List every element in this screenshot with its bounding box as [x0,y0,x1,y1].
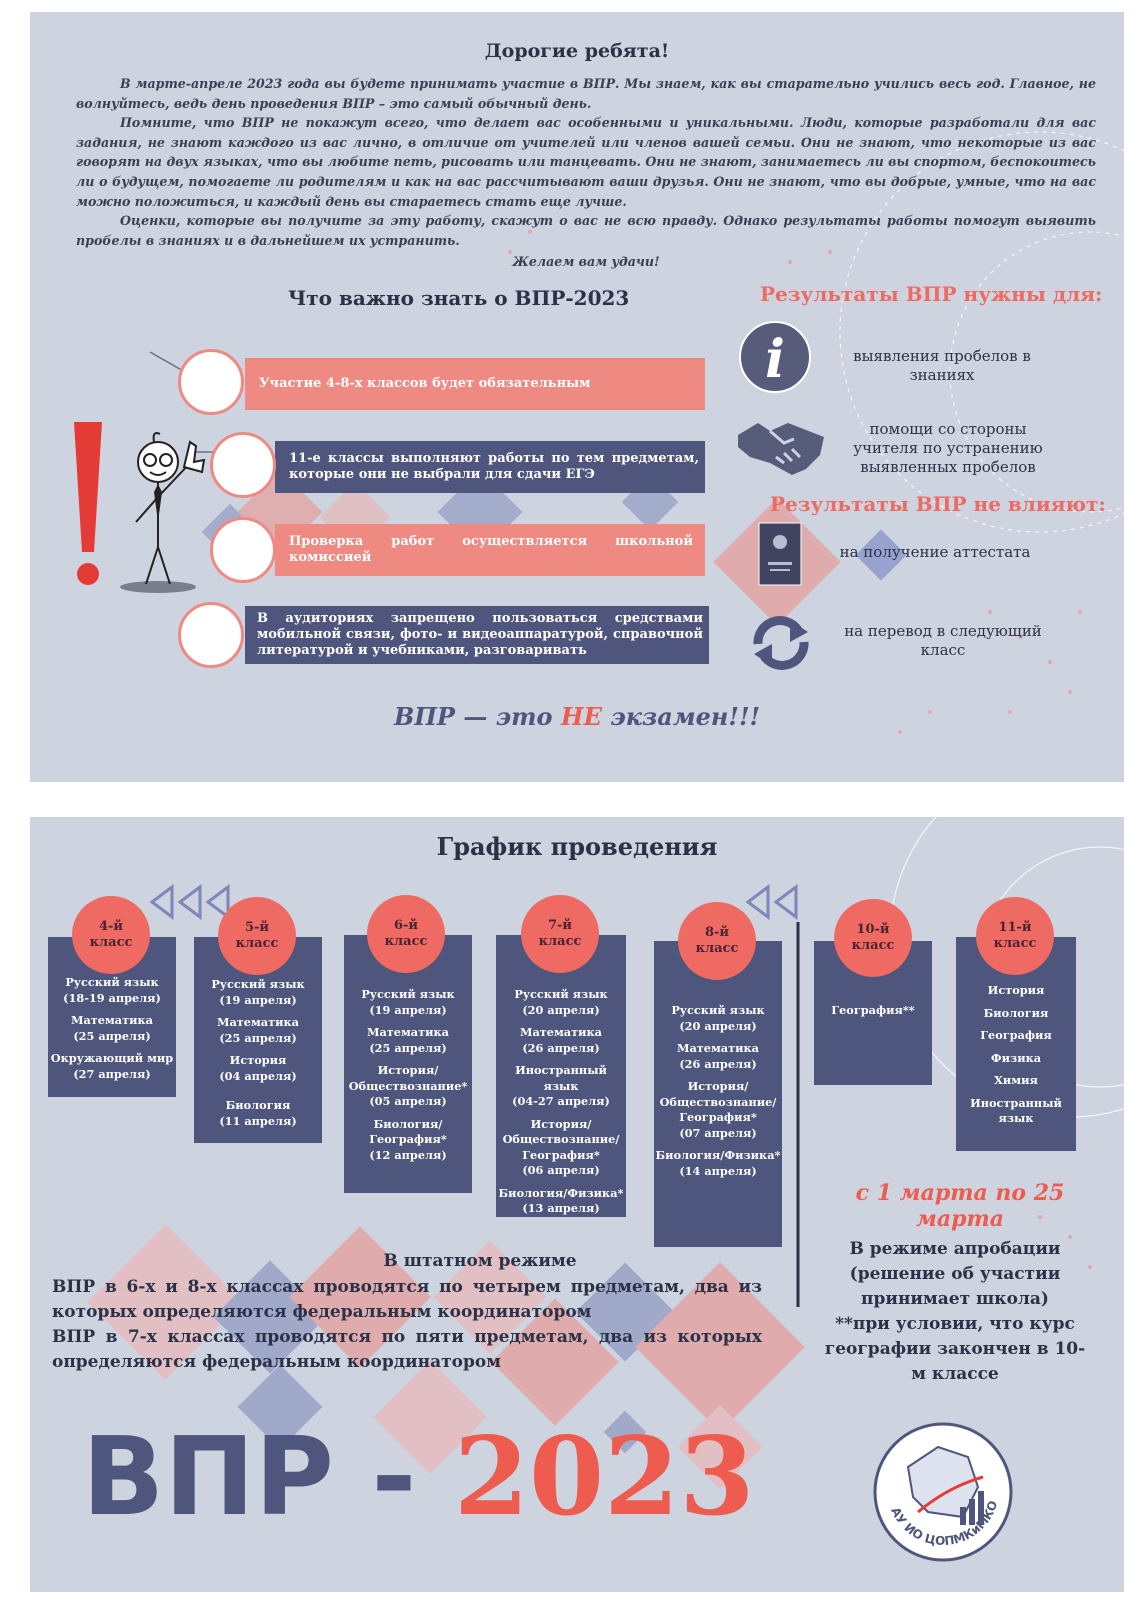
rule-circle [210,432,276,498]
rule-bar: 11-е классы выполняют работы по тем пред… [275,441,705,493]
rule-circle [210,517,276,583]
subject-item: История/ Обществознание/ География* (06 … [502,1116,620,1178]
subject-item: Русский язык (19 апреля) [211,977,305,1007]
subject-item: История [987,983,1045,997]
subject-item: Химия [994,1073,1038,1087]
rule-text: Проверка работ осуществляется школьной к… [289,534,693,565]
grade-badge: 8-й класс [678,902,756,980]
results-not-affect-title: Результаты ВПР не влияют: [770,492,1106,516]
subject-item: Физика [990,1050,1042,1065]
subject-item: Математика (25 апреля) [70,1013,153,1043]
important-title: Что важно знать о ВПР-2023 [288,286,630,310]
motto-prefix: ВПР — это [393,702,561,731]
rule-text: 11-е классы выполняют работы по тем пред… [289,451,699,482]
svg-text:i: i [765,329,785,390]
subject-item: Иностранный язык [970,1095,1062,1126]
organization-emblem-icon: ГАУ ИО ЦОПМКиМКО [868,1417,1013,1562]
pilot-mode-title: В режиме апробации (решение об участии п… [849,1239,1061,1309]
grade-badge: 4-й класс [72,896,150,974]
letter-title: Дорогие ребята! [484,40,670,62]
pilot-period: с 1 марта по 25 марта [855,1180,1065,1232]
info-icon: i [739,321,811,393]
needed-item-text: помощи со стороны учителя по устранению … [853,420,1043,476]
subject-item: Биология/Физика* (13 апреля) [498,1185,624,1216]
subject-item: История/ Обществознание* (05 апреля) [348,1063,468,1108]
motto: ВПР — это НЕ экзамен!!! [30,702,1124,731]
certificate-icon [758,522,802,586]
schedule-slide: График проведения Русский язык (18-19 ап… [30,817,1124,1592]
letter-body: В марте-апреле 2023 года вы будете прини… [76,74,1096,272]
subject-item: Русский язык (19 апреля) [361,987,455,1017]
grade-card: Русский язык (20 апреля) Математика (26 … [654,941,782,1247]
subject-item: Биология [983,1005,1049,1020]
grade-badge: 11-й класс [976,897,1054,975]
logo-vpr: ВПР [82,1415,334,1540]
subject-item: Русский язык (20 апреля) [671,1003,765,1033]
regular-mode-line: ВПР в 6-х и 8-х классах проводятся по че… [52,1277,762,1322]
subject-item: Русский язык (20 апреля) [514,987,608,1017]
rule-circle [178,602,244,668]
letter-paragraph: В марте-апреле 2023 года вы будете прини… [76,76,1096,111]
rule-bar: В аудиториях запрещено пользоваться сред… [245,606,709,664]
vpr-2023-logo: ВПР - 2023 [82,1417,754,1538]
letter-paragraph: Помните, что ВПР не покажут всего, что д… [76,115,1096,209]
rule-circle [178,349,244,415]
grade-card: История Биология География Физика Химия … [956,937,1076,1151]
logo-dash: - [333,1415,454,1540]
logo-year: 2023 [453,1414,755,1540]
grade-badge: 6-й класс [367,895,445,973]
pilot-mode-note: **при условии, что курс географии законч… [824,1314,1086,1384]
rule-text: В аудиториях запрещено пользоваться сред… [257,611,703,658]
not-affect-item-text: на перевод в следующий класс [844,622,1042,659]
grade-badge: 10-й класс [834,899,912,977]
grade-card: Русский язык (20 апреля) Математика (26 … [496,935,626,1217]
subject-item: Биология (11 апреля) [219,1098,297,1128]
subject-item: География** [831,1003,915,1017]
regular-mode-line: ВПР в 7-х классах проводятся по пяти пре… [52,1327,762,1372]
rule-bar: Проверка работ осуществляется школьной к… [275,524,705,576]
subject-item: История (04 апреля) [219,1053,297,1083]
needed-item-text: выявления пробелов в знаниях [853,347,1031,384]
schedule-title: График проведения [436,832,718,861]
subject-item: Математика (26 апреля) [519,1025,602,1055]
subject-item: Математика (26 апреля) [676,1041,759,1071]
subject-item: География [980,1028,1052,1042]
results-needed-title: Результаты ВПР нужны для: [760,282,1103,306]
rule-bar: Участие 4-8-х классов будет обязательным [245,358,705,410]
grade-badge: 5-й класс [218,897,296,975]
grade-card: Русский язык (19 апреля) Математика (25 … [344,935,472,1193]
subject-item: Иностранный язык (04-27 апреля) [512,1063,610,1108]
rule-text: Участие 4-8-х классов будет обязательным [259,376,591,391]
exclamation-figure-icon [74,422,206,593]
refresh-cycle-icon [753,616,809,670]
info-slide: Дорогие ребята! В марте-апреле 2023 года… [30,12,1124,782]
not-affect-item-text: на получение аттестата [839,543,1031,561]
letter-paragraph: Оценки, которые вы получите за эту работ… [76,213,1096,248]
subject-item: История/ Обществознание/ География* (07 … [659,1079,777,1140]
subject-item: Биология/Физика* (14 апреля) [655,1148,781,1178]
slide2-decoration [87,817,1124,1490]
subject-item: Математика (25 апреля) [366,1025,449,1055]
regular-mode-title: В штатном режиме [383,1251,577,1271]
handshake-icon [738,423,824,475]
pilot-mode-text: В режиме апробации (решение об участии п… [820,1237,1090,1387]
subject-item: Окружающий мир (27 апреля) [50,1051,174,1081]
letter-wish: Желаем вам удачи! [512,254,660,270]
grade-badge: 7-й класс [521,895,599,973]
regular-mode-text: ВПР в 6-х и 8-х классах проводятся по че… [52,1275,762,1375]
subject-item: Русский язык (18-19 апреля) [63,975,161,1005]
motto-highlight: НЕ [560,702,602,731]
subject-item: Математика (25 апреля) [216,1015,299,1045]
subject-item: Биология/ География* (12 апреля) [369,1116,447,1162]
motto-suffix: экзамен!!! [601,702,761,731]
